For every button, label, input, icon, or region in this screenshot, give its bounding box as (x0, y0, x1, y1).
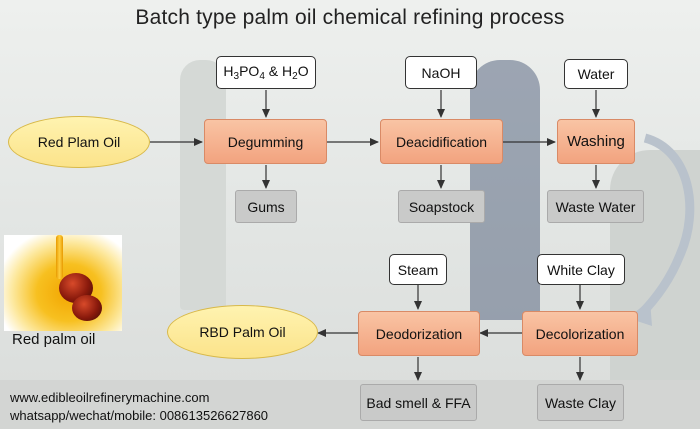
node-deodorization: Deodorization (358, 311, 480, 356)
input-water: Water (564, 59, 628, 89)
node-label: RBD Palm Oil (199, 324, 286, 340)
page-title: Batch type palm oil chemical refining pr… (135, 6, 565, 29)
footer-contact: whatsapp/wechat/mobile: 008613526627860 (10, 408, 269, 423)
output-waste-water: Waste Water (547, 190, 644, 223)
red-palm-oil-photo (4, 235, 122, 331)
node-decolorization: Decolorization (522, 311, 638, 356)
input-acids: H3PO4 & H2O (216, 56, 316, 89)
output-soapstock: Soapstock (398, 190, 485, 223)
output-waste-clay: Waste Clay (537, 384, 624, 421)
input-label: NaOH (421, 64, 461, 81)
arrow-washing-to-decolorization (636, 133, 695, 319)
input-naoh: NaOH (405, 56, 477, 89)
input-label: Water (577, 66, 615, 82)
oil-drip (56, 235, 63, 279)
output-gums: Gums (235, 190, 297, 223)
node-label: Washing (567, 133, 625, 150)
node-label: Decolorization (535, 325, 625, 342)
node-washing: Washing (557, 119, 635, 164)
node-degumming: Degumming (204, 119, 327, 164)
input-label: White Clay (547, 261, 615, 278)
input-white-clay: White Clay (537, 254, 625, 285)
output-label: Bad smell & FFA (366, 394, 471, 411)
input-label: Steam (397, 261, 439, 278)
output-label: Gums (247, 198, 285, 215)
palm-fruit (72, 295, 102, 321)
background-tank (180, 60, 226, 310)
node-label: Deodorization (375, 325, 463, 342)
node-deacidification: Deacidification (380, 119, 503, 164)
output-label: Waste Clay (544, 394, 617, 411)
node-label: Degumming (227, 133, 304, 150)
output-label: Soapstock (408, 198, 475, 215)
footer-website: www.edibleoilrefinerymachine.com (10, 390, 210, 405)
node-label: Red Plam Oil (37, 134, 121, 150)
input-label: H3PO4 & H2O (223, 63, 309, 82)
node-red-plam-oil: Red Plam Oil (8, 116, 150, 168)
node-label: Deacidification (395, 133, 488, 150)
node-rbd-palm-oil: RBD Palm Oil (167, 305, 318, 359)
input-steam: Steam (389, 254, 447, 285)
output-bad-smell-ffa: Bad smell & FFA (360, 384, 477, 421)
output-label: Waste Water (555, 198, 636, 215)
photo-caption: Red palm oil (12, 331, 96, 348)
